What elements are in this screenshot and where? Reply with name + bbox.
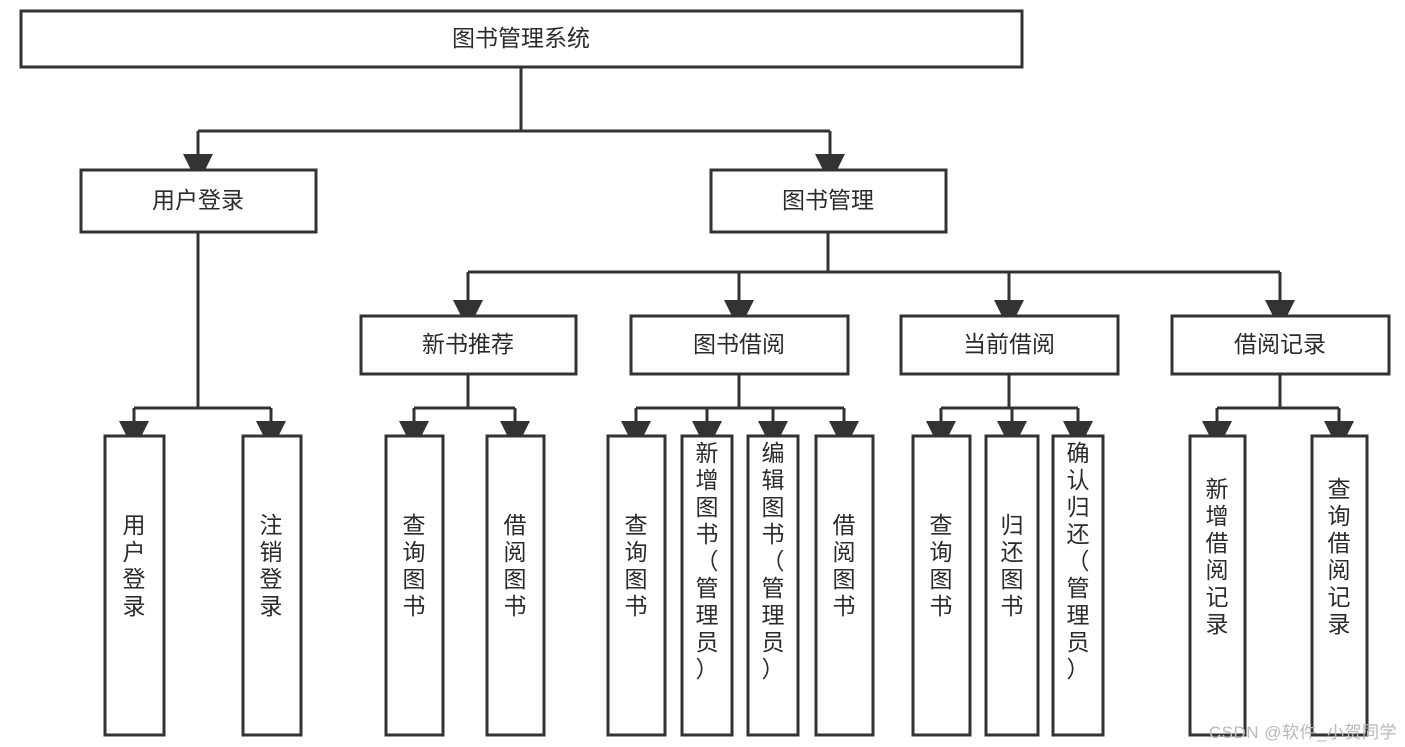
leaf-borrow-book-recommend-box	[485, 434, 546, 737]
node-user-login-label: 用户登录	[152, 187, 244, 213]
connector-recommend-to-leaves	[399, 374, 530, 451]
node-new-book-recommend-label: 新书推荐	[422, 331, 514, 357]
leaf-add-borrow-record-label: 新增借阅记录	[1206, 476, 1229, 637]
node-book-borrow-box	[629, 314, 850, 376]
node-root-label: 图书管理系统	[452, 25, 590, 51]
leaf-user-login[interactable]: 用户登录	[103, 434, 166, 737]
leaf-logout-box	[241, 434, 303, 737]
leaf-confirm-return-label: 确认归还（管理员）	[1067, 440, 1090, 682]
leaf-borrow-book-label: 借阅图书	[833, 512, 856, 619]
node-new-book-recommend[interactable]: 新书推荐	[359, 314, 578, 376]
node-borrow-record-box	[1170, 314, 1391, 376]
csdn-watermark: CSDN @软件_小贺同学	[1208, 723, 1397, 742]
leaf-user-login-label: 用户登录	[123, 512, 146, 619]
leaf-return-book-label: 归还图书	[1001, 512, 1024, 619]
connector-root-to-level2	[183, 67, 845, 184]
leaf-borrow-book[interactable]: 借阅图书	[814, 434, 875, 737]
leaf-borrow-book-recommend[interactable]: 借阅图书	[485, 434, 546, 737]
node-current-borrow[interactable]: 当前借阅	[899, 314, 1120, 376]
connector-bookmgmt-to-level3	[453, 232, 1295, 330]
node-root[interactable]: 图书管理系统	[19, 9, 1024, 69]
node-book-management-box	[709, 168, 948, 234]
node-root-box	[19, 9, 1024, 69]
leaf-return-book-box	[984, 434, 1040, 737]
leaf-user-login-box	[103, 434, 166, 737]
leaf-edit-book-label: 编辑图书（管理员）	[762, 440, 785, 682]
leaf-return-book[interactable]: 归还图书	[984, 434, 1040, 737]
leaf-query-borrow-record[interactable]: 查询借阅记录	[1310, 434, 1369, 737]
leaf-query-book-recommend-label: 查询图书	[403, 512, 426, 619]
node-user-login[interactable]: 用户登录	[79, 168, 318, 234]
leaf-query-book-current[interactable]: 查询图书	[911, 434, 972, 737]
node-book-management-label: 图书管理	[782, 187, 874, 213]
leaf-query-book-current-box	[911, 434, 972, 737]
node-borrow-record-label: 借阅记录	[1234, 331, 1326, 357]
leaf-add-book-label: 新增图书（管理员）	[696, 440, 719, 682]
leaf-query-book-borrow-label: 查询图书	[625, 512, 648, 619]
node-current-borrow-box	[899, 314, 1120, 376]
leaf-logout-label: 注销登录	[260, 512, 283, 619]
node-book-borrow[interactable]: 图书借阅	[629, 314, 850, 376]
leaf-add-book[interactable]: 新增图书（管理员）	[680, 434, 734, 737]
connector-bookborrow-to-leaves	[621, 374, 859, 451]
leaf-query-book-current-label: 查询图书	[930, 512, 953, 619]
leaf-borrow-book-box	[814, 434, 875, 737]
node-new-book-recommend-box	[359, 314, 578, 376]
leaf-add-book-box	[680, 434, 734, 737]
leaf-query-borrow-record-box	[1310, 434, 1369, 737]
connector-currentborrow-to-leaves	[926, 374, 1093, 451]
leaf-query-book-borrow-box	[606, 434, 667, 737]
leaf-add-borrow-record-box	[1188, 434, 1247, 737]
leaf-add-borrow-record[interactable]: 新增借阅记录	[1188, 434, 1247, 737]
leaf-query-book-recommend[interactable]: 查询图书	[384, 434, 445, 737]
connector-layer	[119, 67, 1354, 451]
leaf-query-book-borrow[interactable]: 查询图书	[606, 434, 667, 737]
node-current-borrow-label: 当前借阅	[963, 331, 1055, 357]
leaf-query-borrow-record-label: 查询借阅记录	[1328, 476, 1351, 637]
node-borrow-record[interactable]: 借阅记录	[1170, 314, 1391, 376]
leaf-borrow-book-recommend-label: 借阅图书	[504, 512, 527, 619]
leaf-query-book-recommend-box	[384, 434, 445, 737]
connector-userlogin-to-leaves	[119, 232, 286, 451]
node-user-login-box	[79, 168, 318, 234]
leaf-confirm-return-box	[1051, 434, 1105, 737]
leaf-edit-book[interactable]: 编辑图书（管理员）	[746, 434, 800, 737]
leaf-logout[interactable]: 注销登录	[241, 434, 303, 737]
connector-borrowrecord-to-leaves	[1202, 374, 1354, 451]
leaf-edit-book-box	[746, 434, 800, 737]
leaf-confirm-return[interactable]: 确认归还（管理员）	[1051, 434, 1105, 737]
node-book-management[interactable]: 图书管理	[709, 168, 948, 234]
node-book-borrow-label: 图书借阅	[693, 331, 785, 357]
